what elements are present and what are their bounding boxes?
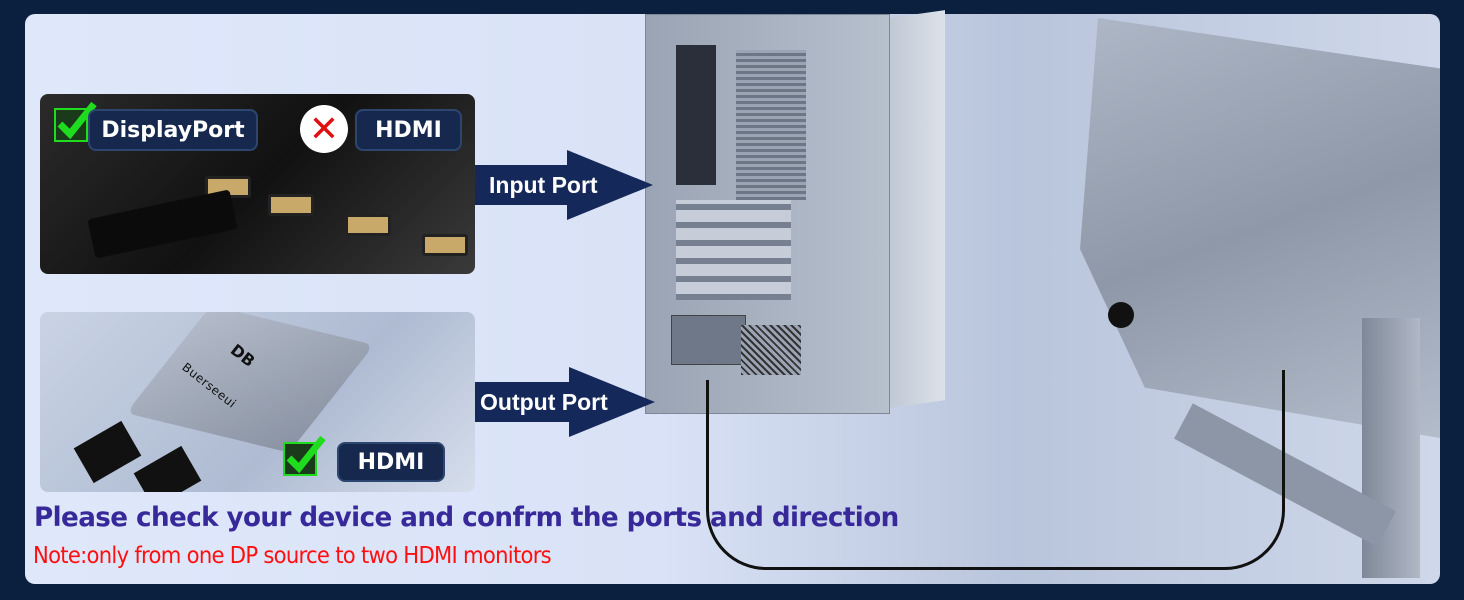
output-port-arrow: Output Port [475,367,655,437]
cable [706,380,1126,570]
hdmi-port [268,194,314,216]
input-port-arrow: Input Port [475,150,653,220]
hdmi-label-unsupported: HDMI [355,109,462,151]
headline: Please check your device and confrm the … [34,502,899,533]
check-icon [283,435,326,476]
monitor-hole [1108,302,1134,328]
pc-tower-side [890,10,945,408]
hdmi-plug [73,420,142,484]
adapter-device [125,312,375,453]
output-port-label: Output Port [480,388,608,415]
hdmi-label-supported: HDMI [337,442,445,482]
displayport-label: DisplayPort [88,109,258,151]
check-icon [54,101,97,142]
note: Note:only from one DP source to two HDMI… [33,543,552,569]
hdmi-port [422,234,468,256]
pc-tower [645,14,890,414]
cable [1125,370,1285,570]
displayport-plug [87,189,238,259]
hdmi-port [345,214,391,236]
input-port-label: Input Port [489,171,598,198]
x-icon: ✕ [300,105,348,153]
hdmi-plug [133,445,202,492]
